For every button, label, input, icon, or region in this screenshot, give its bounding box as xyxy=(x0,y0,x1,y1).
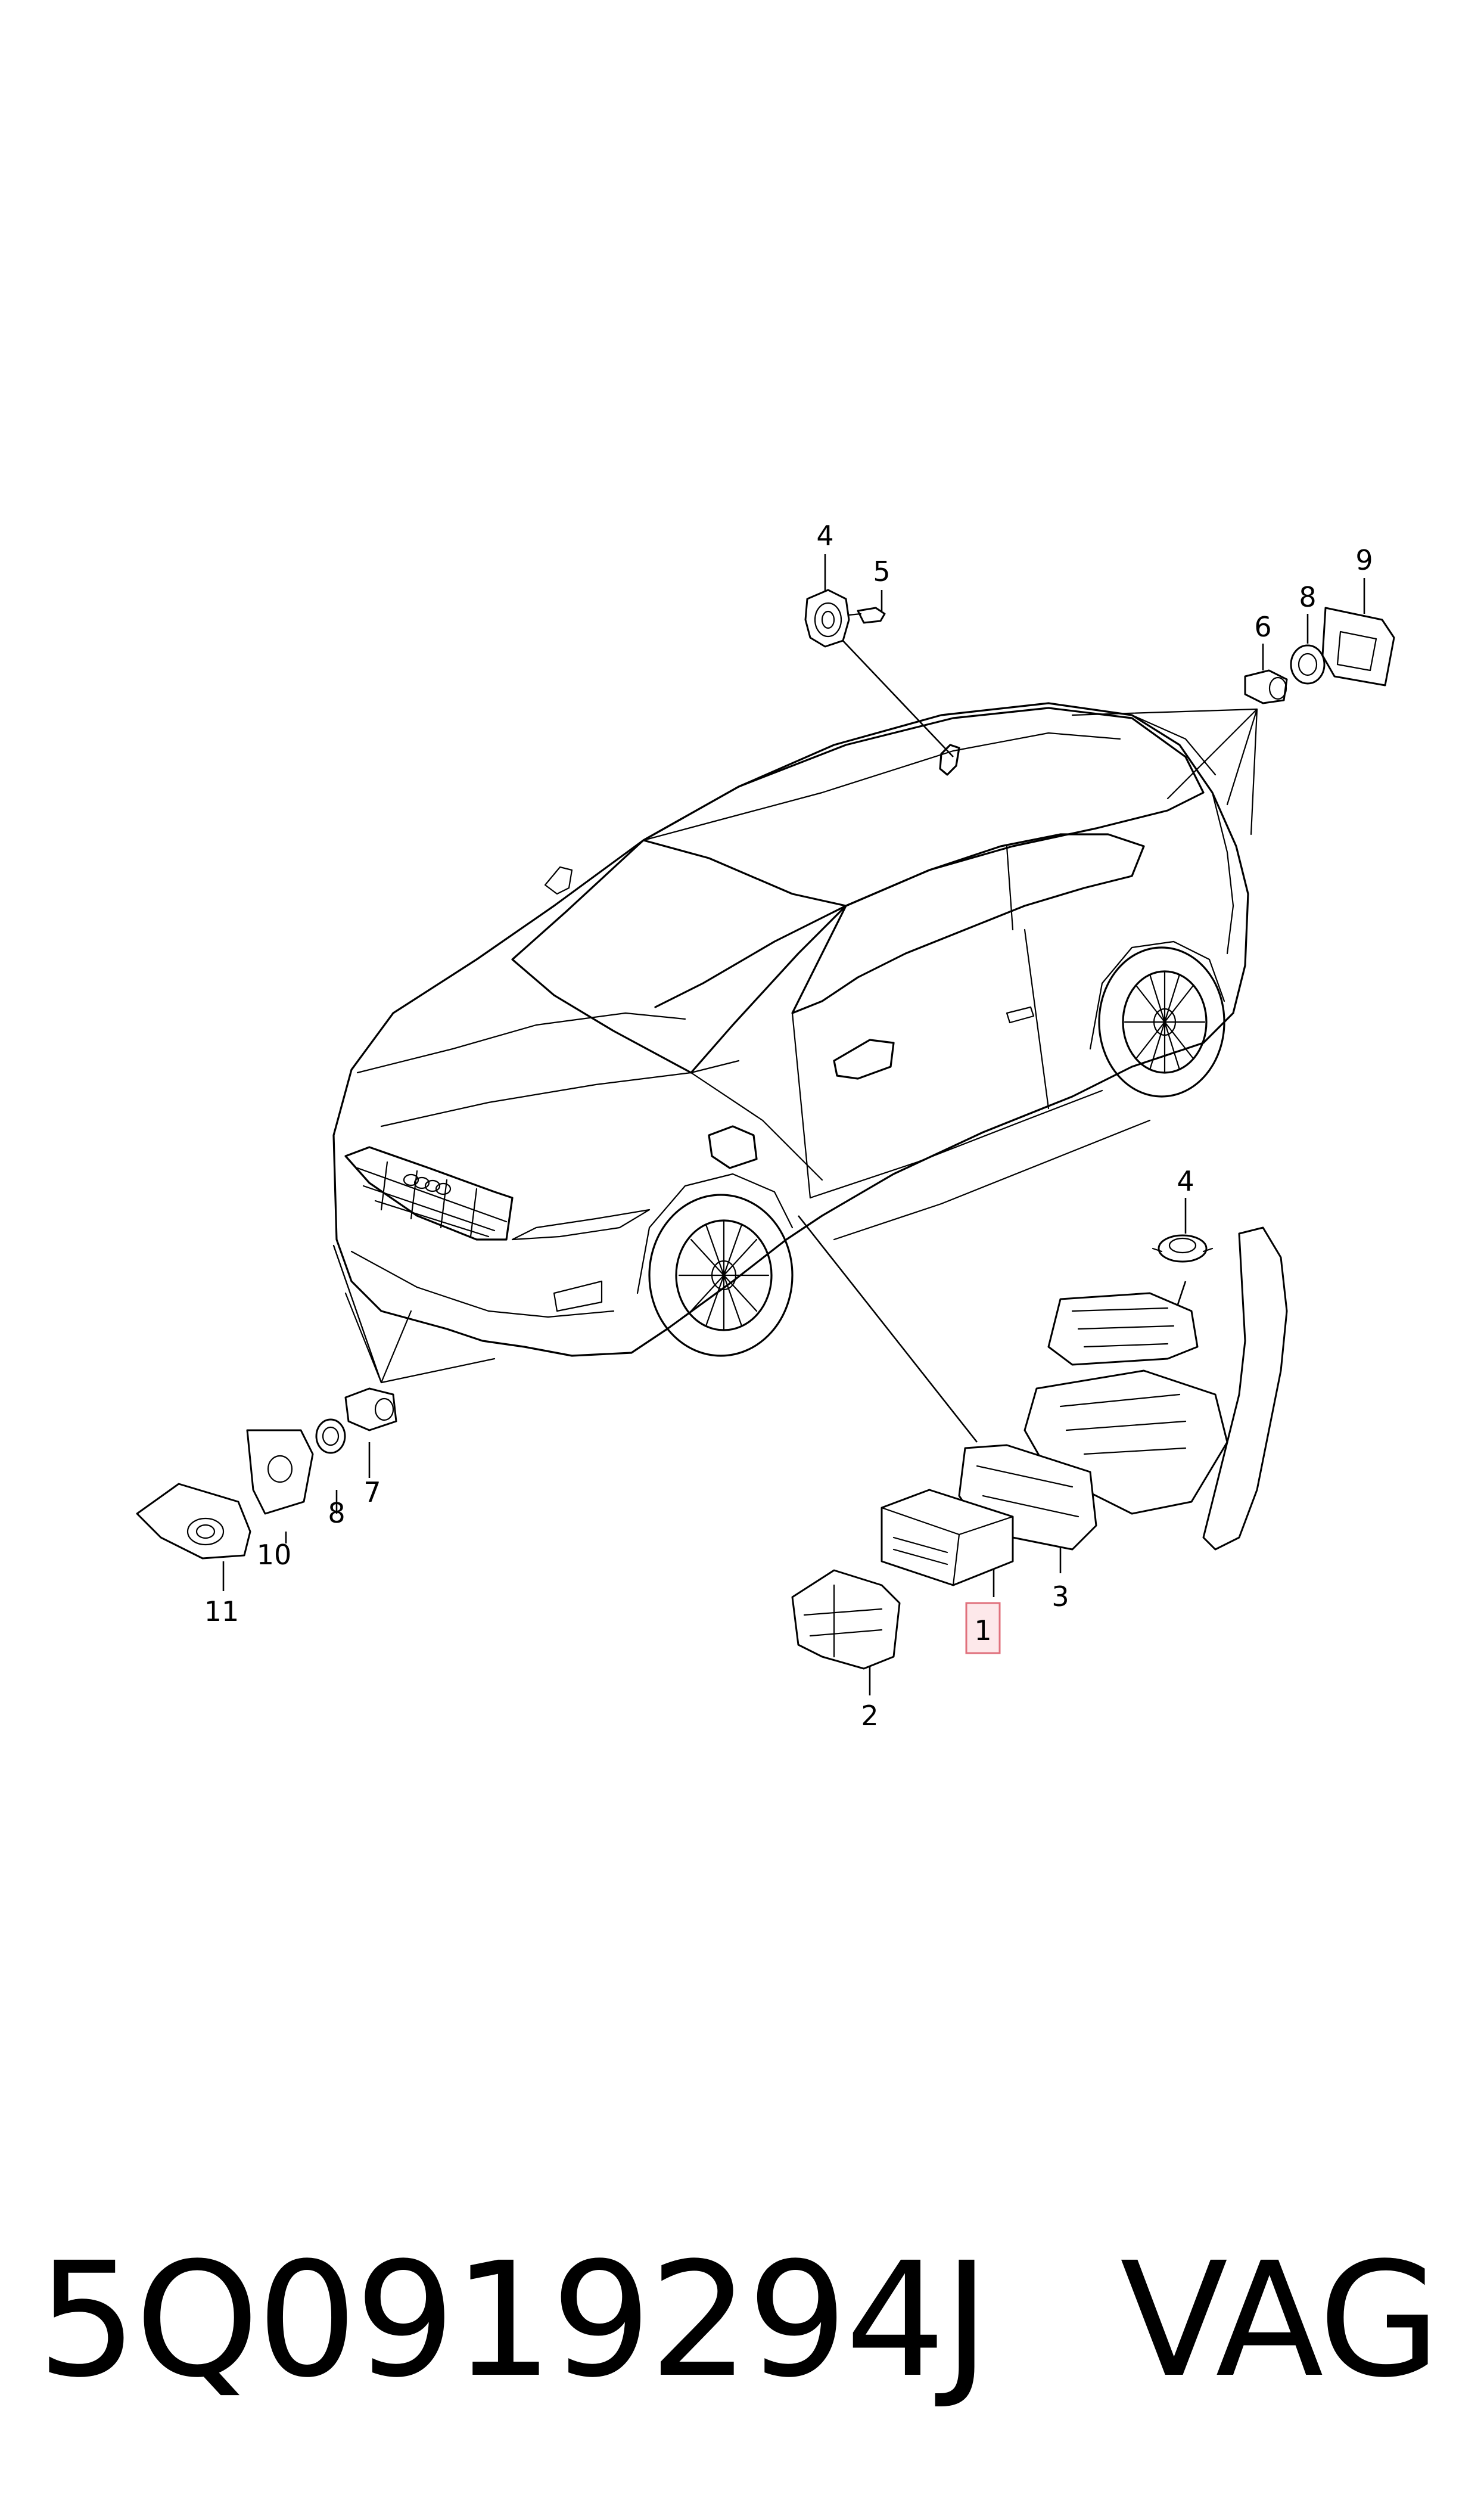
part-8-bottom-ring xyxy=(315,1418,346,1454)
callout-10: 10 xyxy=(257,1539,292,1571)
rear-wheel xyxy=(1098,946,1225,1098)
part-8-top-ring xyxy=(1290,644,1326,685)
part-9-bracket xyxy=(1321,607,1395,687)
callout-4-top: 4 xyxy=(816,520,833,552)
callout-7: 7 xyxy=(363,1476,381,1508)
callout-8-top: 8 xyxy=(1299,581,1316,613)
callout-1-highlight xyxy=(965,1602,1001,1654)
car-illustration xyxy=(332,702,1249,1357)
callout-9: 9 xyxy=(1355,544,1373,576)
part-number: 5Q0919294J xyxy=(37,2229,990,2412)
part-10-cover xyxy=(246,1429,314,1515)
front-wheel xyxy=(648,1194,794,1357)
brand-label: VAG xyxy=(1120,2229,1441,2412)
callout-4-bottom: 4 xyxy=(1177,1165,1194,1197)
callout-11: 11 xyxy=(204,1595,239,1627)
part-4-bottom-speaker xyxy=(1152,1234,1214,1263)
part-2-bracket xyxy=(791,1569,901,1670)
rear-sensor-pointers xyxy=(1071,708,1258,835)
part-1-control-unit xyxy=(881,1489,1014,1586)
callout-1: 1 xyxy=(974,1614,991,1647)
callout-6: 6 xyxy=(1254,611,1271,643)
part-4-top-speaker xyxy=(804,589,850,648)
callout-3: 3 xyxy=(1051,1580,1069,1613)
front-sensor-pointers xyxy=(332,1244,496,1384)
audi-logo xyxy=(403,1173,452,1195)
part-11-holder xyxy=(136,1483,251,1560)
footer: 5Q0919294J VAG xyxy=(0,2229,1484,2443)
part-7-sensor xyxy=(344,1387,397,1431)
leader-lines xyxy=(222,554,1365,1695)
part-6-sensor xyxy=(1244,669,1288,704)
callout-8-bottom: 8 xyxy=(328,1497,345,1529)
part-5-screw xyxy=(848,607,886,624)
callout-labels: 4 5 6 8 9 4 1 3 2 7 8 10 11 xyxy=(204,520,1373,1732)
callout-2: 2 xyxy=(861,1700,878,1732)
callout-5: 5 xyxy=(873,555,890,588)
